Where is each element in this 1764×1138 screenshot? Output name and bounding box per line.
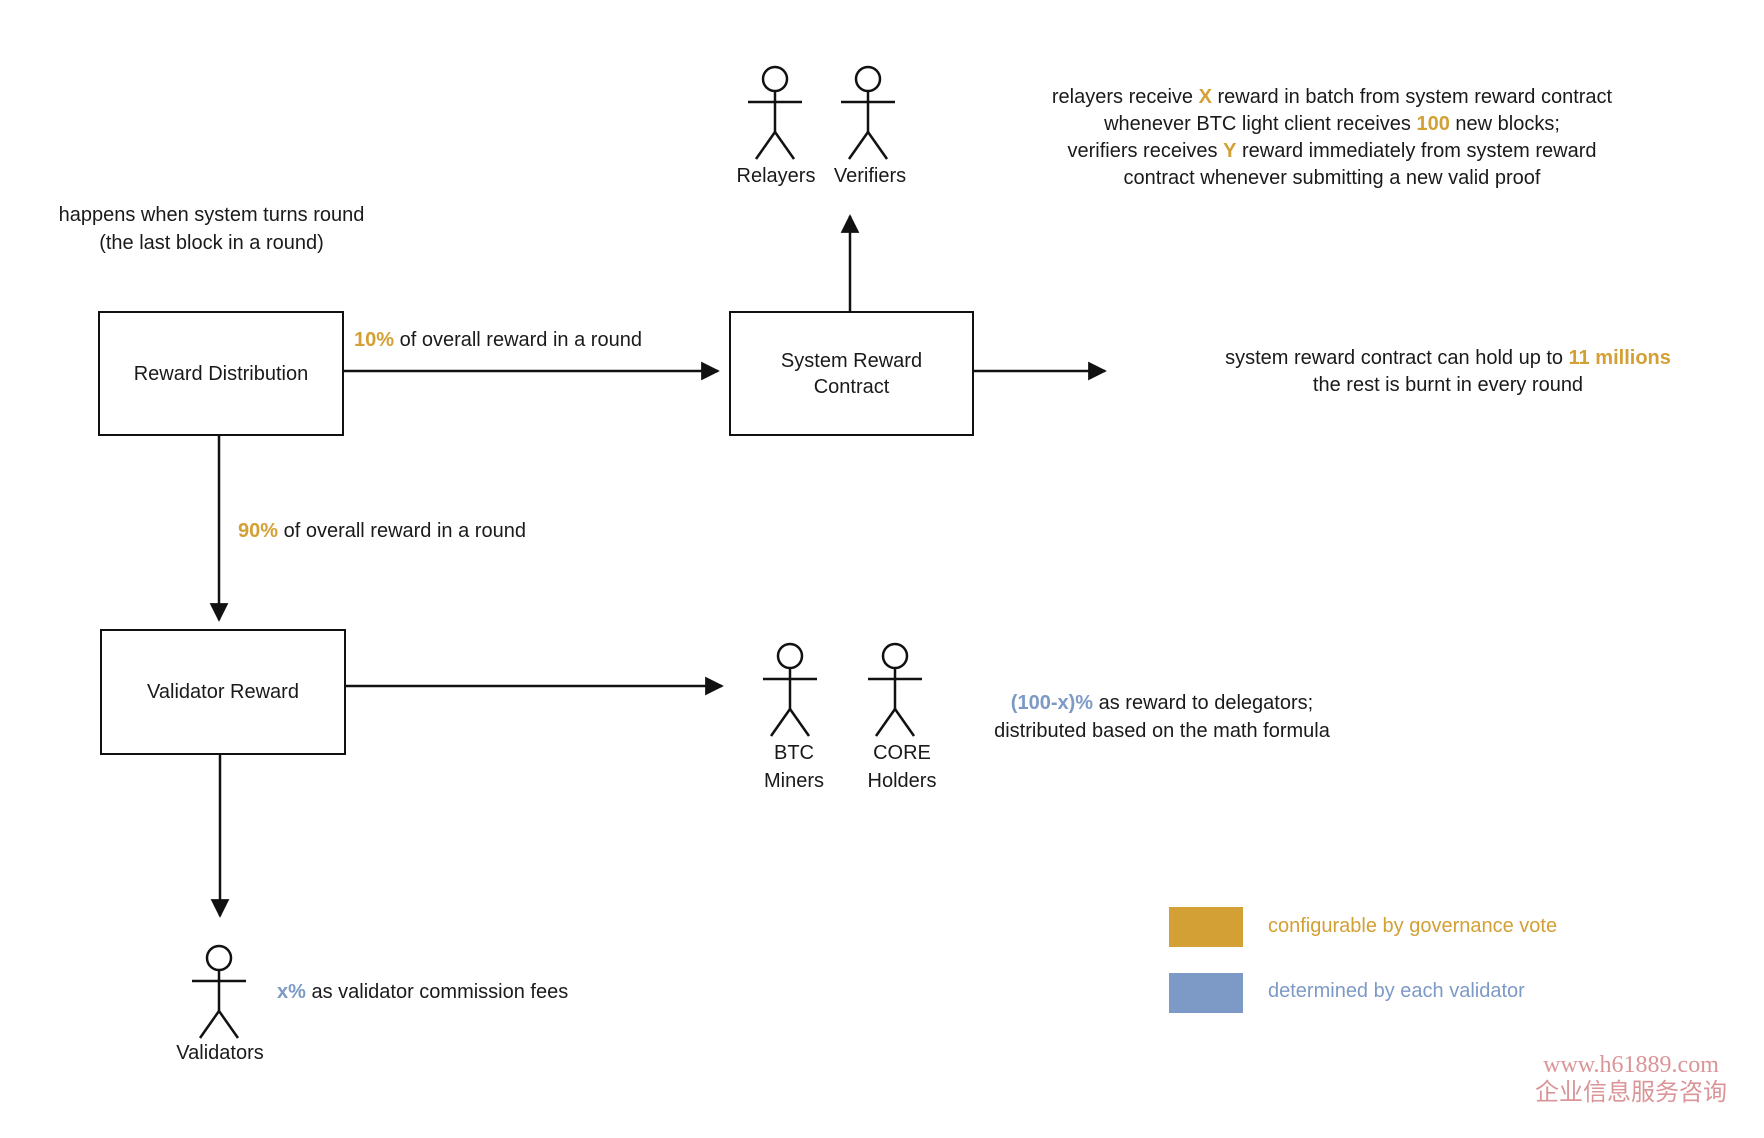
watermark: www.h61889.com 企业信息服务咨询 [1481,1051,1764,1107]
commission-note: x% as validator commission fees [277,981,568,1004]
legend-swatch-validator [1169,973,1243,1013]
ninety-percent-edge-label: 90% of overall reward in a round [238,520,526,543]
ten-percent-value: 10% [354,329,395,351]
turns-round-note-line1: happens when system turns round [58,204,365,226]
verifiers-person-icon [839,65,897,161]
ninety-percent-text: of overall reward in a round [278,520,526,542]
core-holders-label: CORE Holders [867,742,937,792]
relayers-verifiers-note: relayers receive X reward in batch from … [971,84,1693,192]
relayers-verifiers-note-line2: whenever BTC light client receives 100 n… [1104,113,1560,135]
validator-reward-label: Validator Reward [147,681,299,703]
commission-text: as validator commission fees [305,981,569,1003]
btc-miners-label: BTC Miners [763,742,825,792]
src-capacity-note-line1: system reward contract can hold up to 11… [1225,347,1671,369]
btc-miners-person-icon [761,642,819,738]
relayers-verifiers-note-line3: verifiers receives Y reward immediately … [1067,140,1597,162]
src-capacity-note: system reward contract can hold up to 11… [1135,345,1761,399]
relayers-label: Relayers [736,165,816,187]
watermark-chinese-text: 企业信息服务咨询 [1535,1080,1727,1106]
turns-round-note: happens when system turns round (the las… [30,201,393,257]
validator-reward-box: Validator Reward [100,629,346,755]
ninety-percent-value: 90% [238,520,279,542]
relayers-verifiers-note-line4: contract whenever submitting a new valid… [1123,167,1541,189]
validators-label: Validators [176,1042,264,1064]
commission-value: x% [277,981,306,1003]
delegators-note-line1: (100-x)% as reward to delegators; [1010,692,1314,714]
validators-person-icon [190,944,248,1040]
core-holders-person-icon [866,642,924,738]
ten-percent-text: of overall reward in a round [394,329,642,351]
delegators-note-line2: distributed based on the math formula [994,720,1330,742]
watermark-url: www.h61889.com [1543,1052,1719,1078]
relayers-verifiers-note-line1: relayers receive X reward in batch from … [1051,86,1613,108]
relayers-person-icon [746,65,804,161]
reward-distribution-box: Reward Distribution [98,311,344,436]
src-capacity-note-line2: the rest is burnt in every round [1312,374,1584,396]
delegators-note: (100-x)% as reward to delegators; distri… [962,689,1362,745]
legend-swatch-governance [1169,907,1243,947]
reward-distribution-label: Reward Distribution [133,362,309,385]
verifiers-label: Verifiers [833,165,907,187]
turns-round-note-line2: (the last block in a round) [99,232,324,254]
legend-label-governance: configurable by governance vote [1268,915,1558,937]
legend-label-validator: determined by each validator [1268,980,1525,1002]
system-reward-contract-label: System Reward Contract [780,349,923,398]
system-reward-contract-box: System Reward Contract [729,311,974,436]
ten-percent-edge-label: 10% of overall reward in a round [354,329,642,352]
